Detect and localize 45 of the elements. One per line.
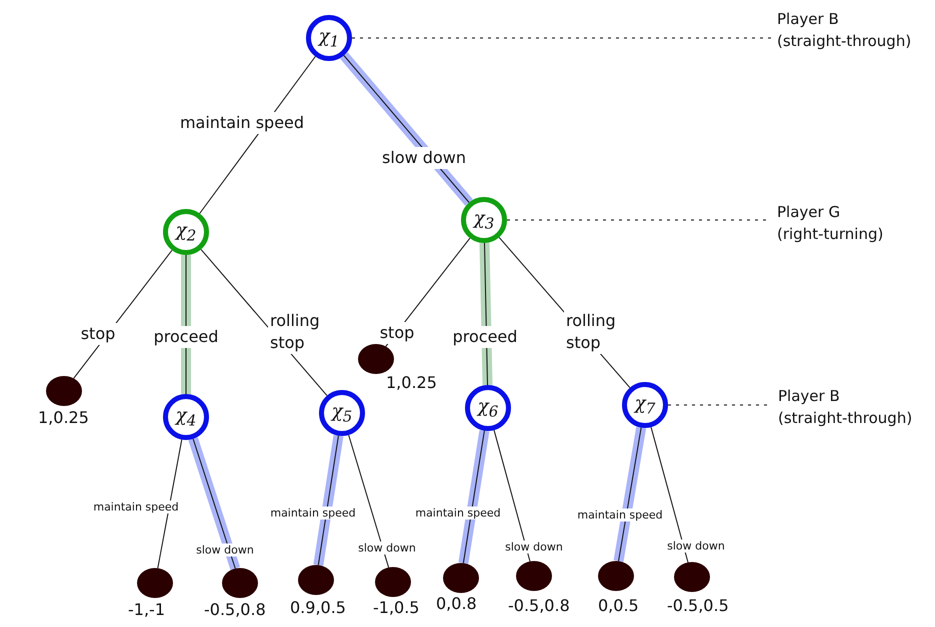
edge-label: slow down — [194, 544, 256, 556]
payoff-label: -1,0.5 — [373, 598, 420, 617]
payoff-label: 0,0.5 — [598, 596, 639, 615]
payoff-label: -1,-1 — [128, 600, 165, 619]
branch-line — [494, 430, 530, 562]
terminal-node — [137, 568, 173, 598]
terminal-node — [298, 565, 334, 595]
terminal-node — [443, 563, 479, 593]
payoff-label: -0.5,0.8 — [508, 596, 570, 615]
terminal-node — [516, 561, 552, 591]
player-label: Player B (straight-through) — [778, 385, 934, 429]
player-label: Player B (straight-through) — [777, 8, 933, 52]
branch-line — [157, 439, 182, 569]
terminal-node — [375, 567, 411, 597]
terminal-node — [358, 344, 394, 374]
branch-line — [650, 426, 688, 563]
decision-node: χ$_{5}$ — [319, 390, 365, 436]
edge-label: slow down — [356, 542, 418, 554]
edge-label: slow down — [665, 540, 727, 552]
payoff-label: 1,0.25 — [386, 373, 437, 392]
terminal-node — [598, 561, 634, 591]
decision-node: χ$_{6}$ — [465, 385, 511, 431]
decision-node: χ$_{4}$ — [163, 394, 209, 440]
payoff-label: 0,0.8 — [436, 594, 477, 613]
terminal-node — [674, 562, 710, 592]
payoff-label: -0.5,0.5 — [667, 596, 729, 615]
decision-node: χ$_{2}$ — [163, 209, 209, 255]
terminal-node — [46, 376, 82, 406]
decision-node: χ$_{1}$ — [306, 15, 352, 61]
edge-label: stop — [78, 323, 118, 345]
decision-node: χ$_{7}$ — [622, 382, 668, 428]
edge-label: maintain speed — [268, 506, 358, 520]
edge-label: stop — [378, 322, 416, 344]
edge-label: slow down — [380, 147, 468, 169]
edge-label: slow down — [503, 540, 565, 554]
payoff-label: 1,0.25 — [38, 408, 89, 427]
payoff-label: -0.5,0.8 — [204, 600, 266, 619]
terminal-node — [222, 568, 258, 598]
payoff-label: 0.9,0.5 — [290, 598, 346, 617]
edge-label: maintain speed — [413, 506, 503, 520]
edge-label: maintain speed — [91, 500, 181, 514]
player-label: Player G (right-turning) — [777, 201, 933, 245]
edge-label: maintain speed — [575, 508, 665, 522]
decision-node: χ$_{3}$ — [461, 197, 507, 243]
branch-line — [348, 434, 390, 568]
